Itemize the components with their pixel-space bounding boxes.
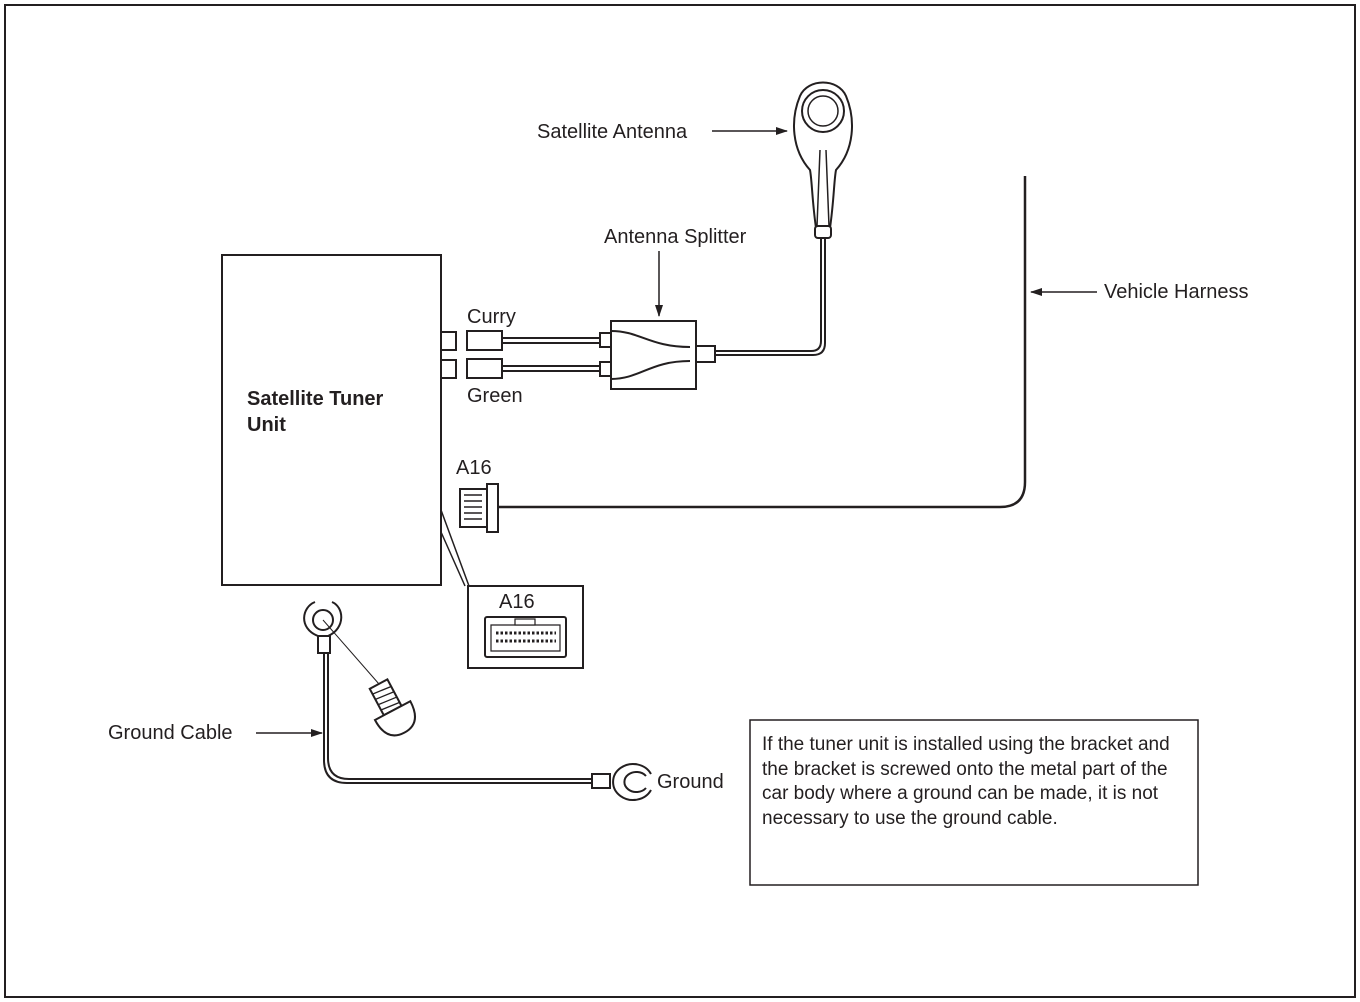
green-label: Green <box>467 385 523 407</box>
vehicle-harness-line <box>498 176 1027 509</box>
ground-label: Ground <box>657 771 724 793</box>
ground-cable-line <box>323 653 592 784</box>
tuner-label-line2: Unit <box>247 414 286 436</box>
green-cable <box>502 365 600 372</box>
diagram-frame <box>4 4 1356 998</box>
ground-terminal-icon <box>303 601 343 654</box>
note-text: If the tuner unit is installed using the… <box>762 734 1170 829</box>
green-plug <box>466 358 503 379</box>
curry-label: Curry <box>467 306 516 328</box>
satellite-tuner-unit <box>221 254 442 586</box>
a16-inset-label: A16 <box>499 591 535 613</box>
vehicle-harness-label: Vehicle Harness <box>1104 281 1249 303</box>
tuner-label-line1: Satellite Tuner <box>247 388 384 410</box>
tuner-port-curry <box>440 331 457 351</box>
ground-cable-label: Ground Cable <box>108 722 233 744</box>
satellite-antenna-label: Satellite Antenna <box>537 121 688 143</box>
antenna-cable <box>715 238 826 356</box>
satellite-tuner-unit-label: Satellite Tuner Unit <box>247 386 432 438</box>
a16-inset <box>467 585 584 669</box>
a16-callout-lines <box>440 509 470 587</box>
antenna-splitter <box>599 320 716 390</box>
satellite-antenna-icon <box>793 81 853 239</box>
curry-plug <box>466 330 503 351</box>
screw-icon <box>368 678 416 737</box>
a16-connector <box>459 483 499 533</box>
note-box <box>749 719 1199 886</box>
curry-cable <box>502 337 600 344</box>
a16-connector-label: A16 <box>456 457 492 479</box>
tuner-port-green <box>440 359 457 379</box>
ground-ring-terminal-icon <box>591 763 652 801</box>
antenna-splitter-label: Antenna Splitter <box>604 226 747 248</box>
